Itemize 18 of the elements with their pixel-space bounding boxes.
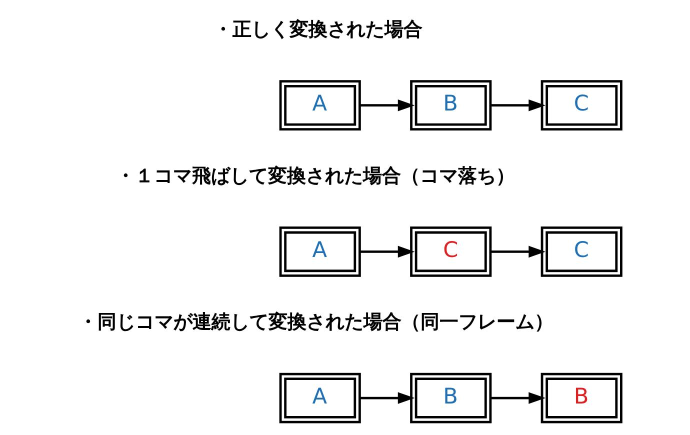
node-box: A <box>279 372 361 424</box>
label: ・同じコマが連続して変換された場合（同一フレーム） <box>78 310 554 334</box>
label: ・正しく変換された場合 <box>213 18 422 41</box>
arrow <box>490 392 546 404</box>
node-box: B <box>410 372 492 424</box>
node-box: A <box>279 80 361 131</box>
node-box: C <box>540 226 622 277</box>
arrow <box>360 246 415 258</box>
arrow <box>360 392 415 404</box>
node-box: C <box>410 226 492 277</box>
arrow <box>490 99 546 112</box>
node-box: B <box>410 80 492 131</box>
node-box: C <box>540 80 622 131</box>
label: ・１コマ飛ばして変換された場合（コマ落ち） <box>116 164 516 187</box>
arrow <box>490 246 546 258</box>
arrow <box>360 99 415 112</box>
node-box: B <box>540 372 622 424</box>
node-box: A <box>279 226 361 277</box>
